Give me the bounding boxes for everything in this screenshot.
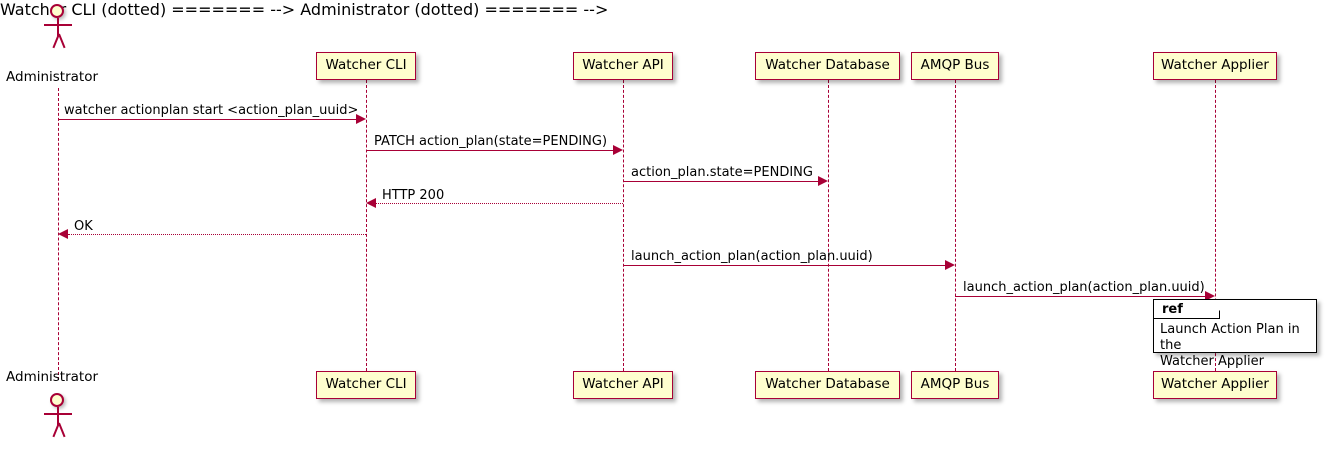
actor-leg-right-icon <box>58 422 66 438</box>
message-label-m1: watcher actionplan start <action_plan_uu… <box>64 103 359 118</box>
lifeline-watcher-database <box>828 80 829 371</box>
message-label-m7: launch_action_plan(action_plan.uuid) <box>963 280 1205 295</box>
message-label-m2: PATCH action_plan(state=PENDING) <box>374 134 608 149</box>
message-arrowhead-m4 <box>366 198 376 208</box>
actor-head-icon <box>50 393 64 407</box>
participant-watcher-database-bottom[interactable]: Watcher Database <box>755 371 900 399</box>
participant-watcher-cli-bottom[interactable]: Watcher CLI <box>316 371 416 399</box>
actor-leg-right-icon <box>58 33 66 49</box>
message-line-m5 <box>68 234 366 235</box>
message-line-m1 <box>58 119 356 120</box>
participant-watcher-database-top[interactable]: Watcher Database <box>755 52 900 80</box>
participant-watcher-applier-top[interactable]: Watcher Applier <box>1153 52 1277 80</box>
message-arrowhead-m7 <box>1205 291 1215 301</box>
lifeline-watcher-api <box>623 80 624 371</box>
actor-administrator-top <box>38 4 78 50</box>
ref-fragment[interactable]: ref Launch Action Plan in the Watcher Ap… <box>1153 299 1317 369</box>
actor-label-administrator-top: Administrator <box>6 69 99 85</box>
actor-arms-icon <box>44 24 72 26</box>
lifeline-watcher-cli <box>366 80 367 371</box>
message-arrowhead-m1 <box>356 114 366 124</box>
message-label-m3: action_plan.state=PENDING <box>631 165 813 180</box>
actor-body-icon <box>57 18 59 36</box>
actor-head-icon <box>50 4 64 18</box>
message-line-m4 <box>376 203 623 204</box>
message-label-m6: launch_action_plan(action_plan.uuid) <box>631 249 873 264</box>
message-arrowhead-m3 <box>818 176 828 186</box>
message-label-m4: HTTP 200 <box>382 188 445 203</box>
message-line-m7 <box>955 296 1205 297</box>
actor-administrator-bottom <box>38 393 78 439</box>
message-line-m3 <box>623 181 818 182</box>
actor-body-icon <box>57 407 59 425</box>
participant-amqp-bus-top[interactable]: AMQP Bus <box>911 52 999 80</box>
participant-watcher-api-top[interactable]: Watcher API <box>573 52 673 80</box>
participant-watcher-applier-bottom[interactable]: Watcher Applier <box>1153 371 1277 399</box>
message-line-m6 <box>623 265 945 266</box>
ref-fragment-body: Launch Action Plan in the Watcher Applie… <box>1160 322 1316 370</box>
message-line-m2 <box>366 150 613 151</box>
message-label-m5: OK <box>74 219 93 234</box>
message-arrowhead-m6 <box>945 260 955 270</box>
participant-amqp-bus-bottom[interactable]: AMQP Bus <box>911 371 999 399</box>
message-arrowhead-m5 <box>58 229 68 239</box>
ref-fragment-tab-label: ref <box>1154 300 1220 319</box>
actor-arms-icon <box>44 413 72 415</box>
lifeline-amqp-bus <box>955 80 956 371</box>
participant-watcher-api-bottom[interactable]: Watcher API <box>573 371 673 399</box>
ref-fragment-body-line-1: Launch Action Plan in the <box>1160 322 1300 353</box>
participant-watcher-cli-top[interactable]: Watcher CLI <box>316 52 416 80</box>
lifeline-watcher-applier <box>1215 80 1216 371</box>
message-arrowhead-m2 <box>613 145 623 155</box>
ref-fragment-body-line-2: Watcher Applier <box>1160 354 1264 369</box>
actor-label-administrator-bottom: Administrator <box>6 369 99 385</box>
